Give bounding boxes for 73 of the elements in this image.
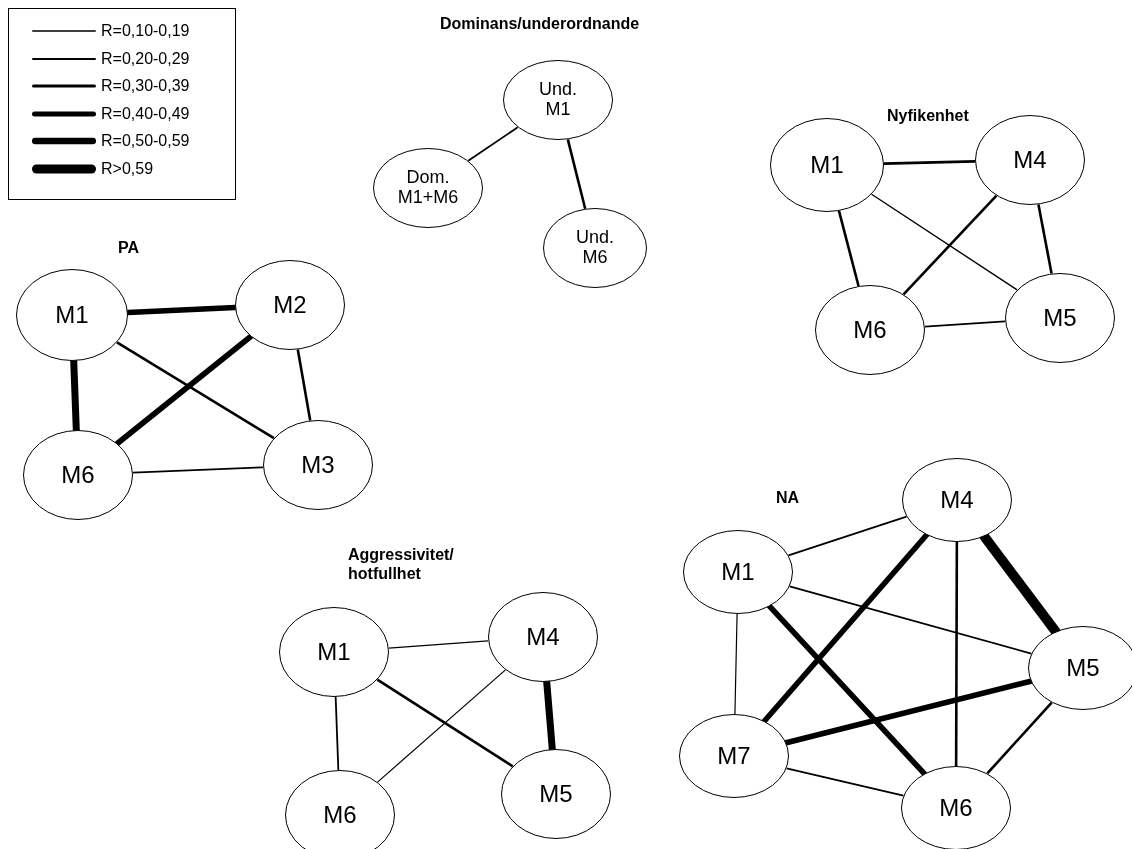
- connector-line: [388, 640, 489, 649]
- connector-line: [566, 139, 587, 210]
- legend-label: R=0,20-0,29: [101, 49, 190, 68]
- connector-line: [467, 126, 519, 162]
- legend-label: R=0,40-0,49: [101, 104, 190, 123]
- legend-label: R>0,59: [101, 159, 154, 178]
- ellipse-node: [373, 148, 483, 228]
- connector-line: [766, 603, 928, 777]
- ellipse-node: [16, 269, 128, 361]
- ellipse-node: [975, 115, 1085, 205]
- node-label: M4: [940, 486, 974, 514]
- connector-line: [788, 585, 1033, 655]
- node-label: M4: [526, 623, 560, 651]
- connector-line: [132, 466, 264, 474]
- connector-line: [870, 193, 1018, 291]
- ellipse-node: [23, 430, 133, 520]
- connector-line: [883, 160, 976, 165]
- ellipse-node: [683, 530, 793, 614]
- legend-label: R=0,50-0,59: [101, 132, 190, 150]
- node-label: M5: [1043, 304, 1077, 332]
- connector-line: [954, 542, 959, 766]
- ellipse-node: [679, 714, 789, 798]
- node-label: M5: [1066, 654, 1100, 682]
- node-label: M4: [1013, 146, 1047, 174]
- node-label: M3: [301, 451, 335, 479]
- ellipse-node: [503, 60, 613, 140]
- legend-label: R=0,10-0,19: [101, 22, 190, 40]
- node-label: M1: [721, 558, 755, 586]
- connector-line: [114, 333, 254, 447]
- node-label: Und. M1: [538, 80, 578, 120]
- node-label: M5: [539, 780, 573, 808]
- connector-line: [783, 678, 1034, 746]
- connector-line: [376, 678, 514, 768]
- ellipse-node: [902, 458, 1012, 542]
- node-label: Und. M6: [575, 228, 615, 268]
- ellipse-node: [263, 420, 373, 510]
- node-label: M6: [323, 801, 357, 829]
- ellipse-node: [501, 749, 611, 839]
- connector-line: [116, 341, 275, 440]
- ellipse-node: [543, 208, 647, 288]
- legend-label: R=0,30-0,39: [101, 77, 190, 95]
- connector-line: [785, 767, 905, 797]
- ellipse-node: [1005, 273, 1115, 363]
- ellipse-node: [815, 285, 925, 375]
- ellipse-node: [488, 592, 598, 682]
- node-label: M1: [55, 301, 89, 329]
- connector-line: [734, 613, 738, 715]
- node-label: M1: [317, 638, 351, 666]
- group-heading: Dominans/underordnande: [440, 14, 640, 34]
- group-heading: NA: [776, 488, 800, 508]
- node-label: Dom. M1+M6: [396, 168, 460, 208]
- connector-line: [376, 669, 507, 783]
- node-label: M6: [61, 461, 95, 489]
- ellipse-node: [770, 118, 884, 212]
- connector-line: [787, 515, 908, 557]
- connector-line: [296, 349, 312, 421]
- connector-line: [837, 210, 860, 287]
- connector-line: [986, 701, 1053, 775]
- connector-line: [1037, 204, 1053, 274]
- ellipse-node: [235, 260, 345, 350]
- node-label: M2: [273, 291, 307, 319]
- node-label: M7: [717, 742, 751, 770]
- node-label: M6: [853, 316, 887, 344]
- group-heading: Aggressivitet/ hotfullhet: [348, 545, 455, 584]
- connector-line: [923, 320, 1007, 328]
- group-heading: PA: [118, 238, 140, 258]
- node-label: M1: [810, 151, 844, 179]
- connector-line: [902, 194, 998, 296]
- node-label: M6: [939, 794, 973, 822]
- connector-line: [334, 696, 340, 771]
- group-heading: Nyfikenhet: [887, 106, 969, 126]
- connector-line: [761, 532, 930, 724]
- ellipse-node: [279, 607, 389, 697]
